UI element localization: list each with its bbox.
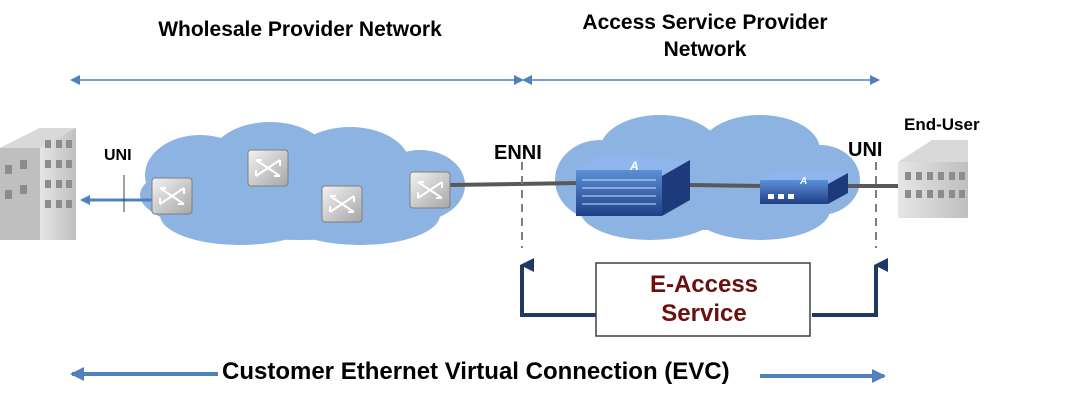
access-network-label-line1: Access Service Provider xyxy=(582,11,828,34)
small-device-icon: A xyxy=(760,170,848,204)
connection-line xyxy=(689,183,766,188)
eaccess-line2: Service xyxy=(661,300,747,327)
service-arrow-right xyxy=(812,258,888,317)
service-arrow-left xyxy=(520,258,596,317)
eaccess-service-label: E-Access Service xyxy=(598,270,810,328)
switch-icon xyxy=(151,177,193,215)
connection-line xyxy=(449,181,581,187)
svg-text:A: A xyxy=(629,159,639,173)
evc-label: Customer Ethernet Virtual Connection (EV… xyxy=(222,358,730,385)
switch-icon xyxy=(321,185,363,223)
access-device-icon: A xyxy=(576,154,690,216)
building-right-icon xyxy=(898,140,968,218)
end-user-label: End-User xyxy=(904,115,980,134)
eaccess-line1: E-Access xyxy=(649,271,759,298)
uni-right-label: UNI xyxy=(848,139,883,161)
access-network-label-line2: Network xyxy=(663,38,747,61)
svg-text:A: A xyxy=(799,176,807,187)
switch-icon xyxy=(247,149,289,187)
switch-icon xyxy=(409,171,451,209)
eaccess-service-box xyxy=(595,262,811,337)
enni-label: ENNI xyxy=(494,142,542,164)
wholesale-network-label: Wholesale Provider Network xyxy=(158,18,442,41)
access-network-label: Access Service Provider Network xyxy=(540,9,870,63)
uni-left-label: UNI xyxy=(104,147,132,164)
building-left-icon xyxy=(0,128,76,240)
